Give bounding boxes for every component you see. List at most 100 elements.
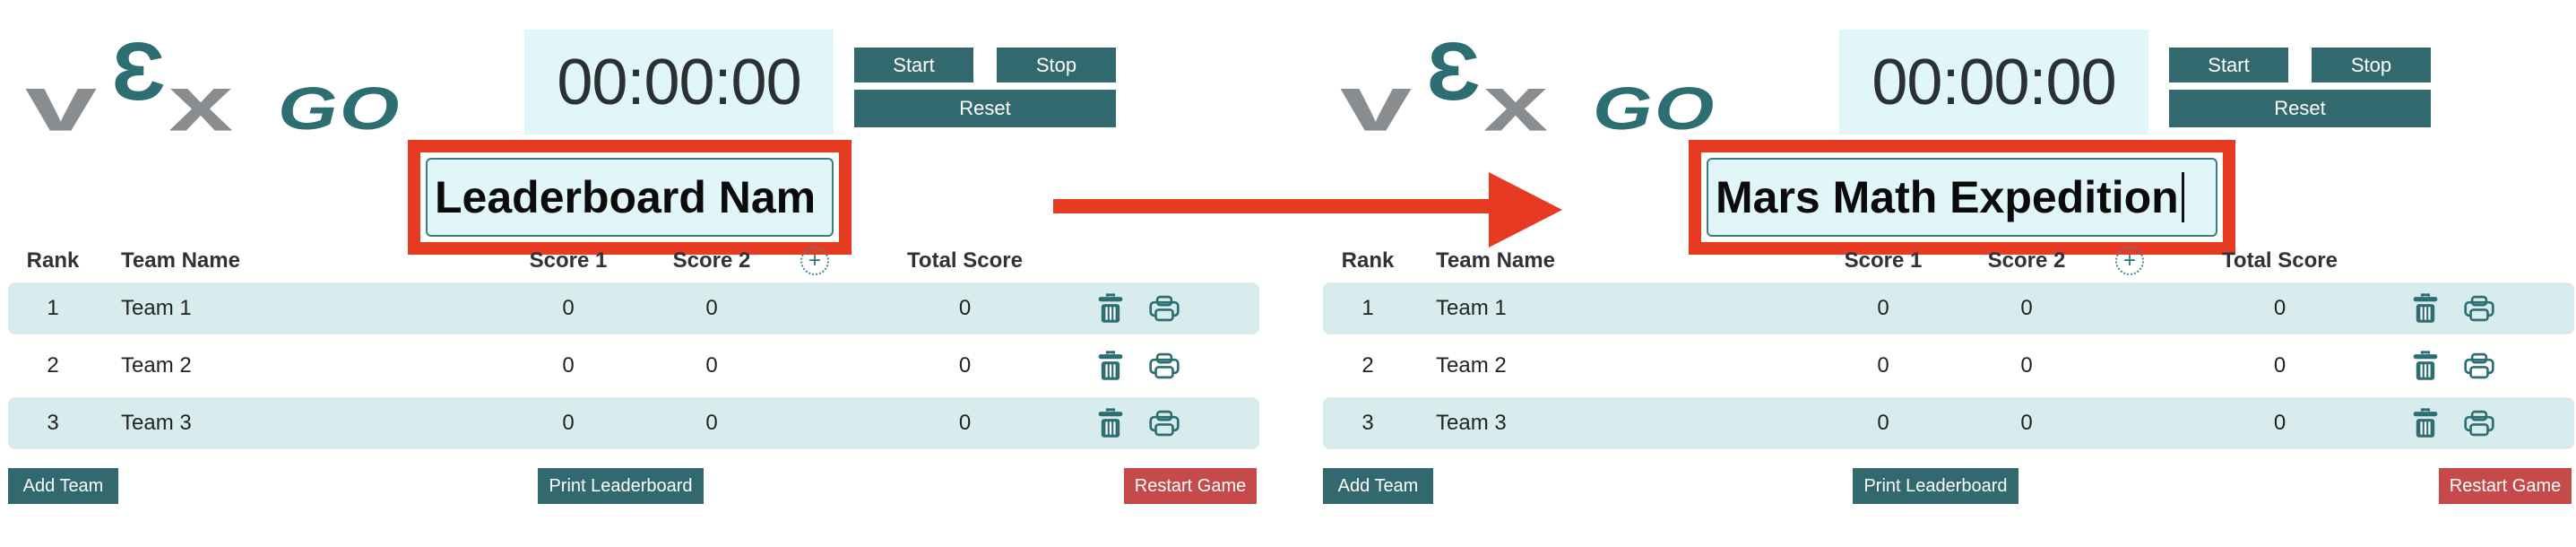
print-team-button[interactable] [2452, 282, 2506, 334]
leaderboard-panel-before: v Ɛ x GO 00:00:00 Start Stop Reset Leade… [0, 0, 1261, 547]
logo-go-text: GO [278, 75, 402, 143]
vex-go-logo: v Ɛ x GO [1340, 30, 1752, 143]
header-score2: Score 2 [672, 248, 751, 273]
table-header-row: Rank Team Name Score 1 Score 2 + Total S… [1323, 244, 2574, 278]
score2-cell[interactable]: 0 [705, 296, 718, 320]
delete-team-button[interactable] [1084, 397, 1137, 449]
team-name-cell[interactable]: Team 2 [1436, 353, 1507, 378]
rank-cell: 3 [1361, 411, 1374, 435]
team-name-cell[interactable]: Team 2 [121, 353, 192, 378]
logo-letter-e: Ɛ [111, 26, 166, 117]
header-rank: Rank [26, 248, 80, 273]
team-name-cell[interactable]: Team 1 [121, 296, 192, 320]
table-row: 1 Team 1 0 0 0 [8, 282, 1259, 334]
start-button[interactable]: Start [854, 48, 973, 82]
team-name-cell[interactable]: Team 3 [121, 411, 192, 435]
trash-icon [2412, 408, 2439, 438]
delete-team-button[interactable] [1084, 282, 1137, 334]
printer-icon [2464, 352, 2494, 379]
print-leaderboard-button[interactable]: Print Leaderboard [538, 468, 704, 504]
reset-button[interactable]: Reset [854, 90, 1116, 127]
score1-cell[interactable]: 0 [562, 296, 575, 320]
score1-cell[interactable]: 0 [1877, 296, 1889, 320]
restart-game-button[interactable]: Restart Game [2439, 468, 2572, 504]
score1-cell[interactable]: 0 [562, 411, 575, 435]
logo-letter-v: v [1340, 59, 1413, 148]
rank-cell: 1 [47, 296, 59, 320]
table-row: 3 Team 3 0 0 0 [8, 397, 1259, 449]
printer-icon [2464, 295, 2494, 322]
leaderboard-name-input[interactable]: Mars Math Expedition [1707, 158, 2217, 237]
score2-cell[interactable]: 0 [2020, 411, 2033, 435]
header-total-score: Total Score [2222, 248, 2338, 273]
add-score-column-button[interactable]: + [783, 247, 846, 275]
leaderboard-name-value: Mars Math Expedition [1716, 172, 2179, 222]
printer-icon [1149, 410, 1180, 437]
red-annotation-box: Mars Math Expedition [1689, 140, 2235, 255]
table-row: 2 Team 2 0 0 0 [1323, 340, 2574, 392]
total-score-cell: 0 [958, 353, 972, 378]
restart-game-button[interactable]: Restart Game [1124, 468, 1257, 504]
leaderboard-panel-after: v Ɛ x GO 00:00:00 Start Stop Reset Mars … [1315, 0, 2576, 547]
add-team-button[interactable]: Add Team [1323, 468, 1433, 504]
delete-team-button[interactable] [2399, 397, 2452, 449]
delete-team-button[interactable] [2399, 282, 2452, 334]
plus-icon: + [2115, 247, 2144, 275]
leaderboard-name-value: Leaderboard Nam [435, 172, 817, 222]
reset-button[interactable]: Reset [2169, 90, 2431, 127]
score2-cell[interactable]: 0 [2020, 296, 2033, 320]
table-row: 3 Team 3 0 0 0 [1323, 397, 2574, 449]
header-score2: Score 2 [1987, 248, 2066, 273]
printer-icon [2464, 410, 2494, 437]
red-annotation-box: Leaderboard Nam [408, 140, 851, 255]
delete-team-button[interactable] [1084, 340, 1137, 392]
add-score-column-button[interactable]: + [2098, 247, 2161, 275]
text-cursor [2181, 172, 2184, 222]
print-team-button[interactable] [1137, 282, 1191, 334]
team-name-cell[interactable]: Team 1 [1436, 296, 1507, 320]
print-team-button[interactable] [1137, 397, 1191, 449]
print-team-button[interactable] [2452, 340, 2506, 392]
team-name-cell[interactable]: Team 3 [1436, 411, 1507, 435]
total-score-cell: 0 [2273, 411, 2286, 435]
print-leaderboard-button[interactable]: Print Leaderboard [1853, 468, 2018, 504]
score2-cell[interactable]: 0 [705, 353, 718, 378]
score1-cell[interactable]: 0 [562, 353, 575, 378]
table-row: 1 Team 1 0 0 0 [1323, 282, 2574, 334]
rank-cell: 1 [1361, 296, 1374, 320]
total-score-cell: 0 [958, 296, 972, 320]
start-button[interactable]: Start [2169, 48, 2288, 82]
header-total-score: Total Score [907, 248, 1023, 273]
add-team-button[interactable]: Add Team [8, 468, 118, 504]
score1-cell[interactable]: 0 [1877, 411, 1889, 435]
timer-display: 00:00:00 [1839, 30, 2148, 135]
score2-cell[interactable]: 0 [705, 411, 718, 435]
annotation-arrow-head [1489, 172, 1562, 247]
stop-button[interactable]: Stop [2312, 48, 2431, 82]
vex-go-logo: v Ɛ x GO [25, 30, 437, 143]
header-score1: Score 1 [1844, 248, 1923, 273]
trash-icon [1097, 351, 1124, 381]
rank-cell: 3 [47, 411, 59, 435]
print-team-button[interactable] [1137, 340, 1191, 392]
plus-icon: + [800, 247, 829, 275]
score2-cell[interactable]: 0 [2020, 353, 2033, 378]
total-score-cell: 0 [2273, 296, 2286, 320]
score1-cell[interactable]: 0 [1877, 353, 1889, 378]
header-team-name: Team Name [1436, 248, 1555, 273]
print-team-button[interactable] [2452, 397, 2506, 449]
rank-cell: 2 [47, 353, 59, 378]
trash-icon [1097, 408, 1124, 438]
logo-letter-v: v [25, 59, 98, 148]
leaderboard-name-input[interactable]: Leaderboard Nam [426, 158, 834, 237]
trash-icon [2412, 293, 2439, 324]
delete-team-button[interactable] [2399, 340, 2452, 392]
printer-icon [1149, 352, 1180, 379]
logo-go-text: GO [1593, 75, 1716, 143]
header-team-name: Team Name [121, 248, 240, 273]
stop-button[interactable]: Stop [997, 48, 1116, 82]
logo-letter-x: x [169, 59, 234, 148]
rank-cell: 2 [1361, 353, 1374, 378]
trash-icon [1097, 293, 1124, 324]
table-header-row: Rank Team Name Score 1 Score 2 + Total S… [8, 244, 1259, 278]
